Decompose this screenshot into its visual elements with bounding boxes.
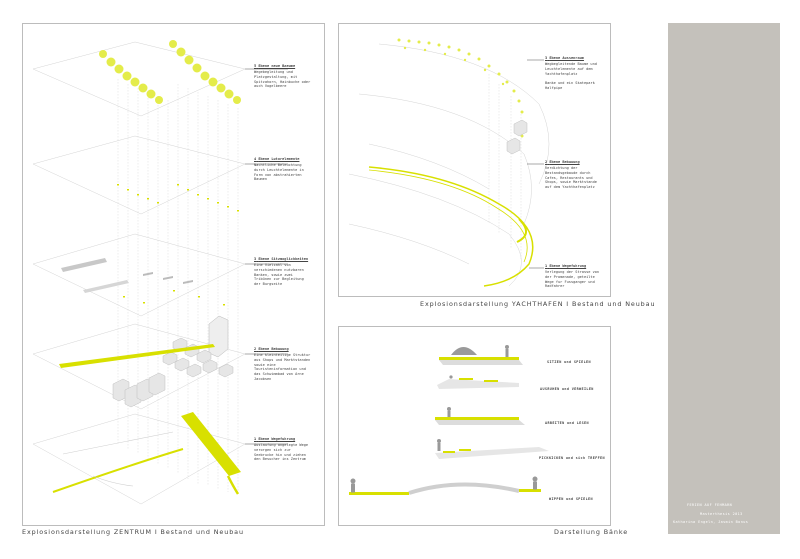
layer-title: 1 Ebene Wegefuhrung [545, 264, 587, 268]
plane-paths [348, 173, 522, 287]
zentrum-caption: Explosionsdarstellung ZENTRUM I Bestand … [22, 528, 244, 536]
yacht-label-1: 1 Ebene Wegefuhrung Verlegung der Strass… [545, 264, 601, 289]
sidebar-line-1: Masterthesis 2013 [700, 512, 743, 516]
layer-body: Verdichtung der Bestandsgebaude durch Ca… [545, 166, 597, 190]
zentrum-panel: 5 Ebene neue Baeume Wegebegleitung und P… [22, 23, 325, 526]
layer-title: 5 Ebene neue Baeume [254, 64, 296, 68]
zentrum-label-3: 3 Ebene Sitzmoglichkeiten Eine Vielzahl … [254, 257, 312, 287]
layer-title: 3 Ebene Aussenraum [545, 56, 584, 60]
layer-body: Wegbegleitende Baume und Leuchtelemente … [545, 62, 597, 90]
layer-body: Eine Vielzahl von verschiedenen nutzbare… [254, 263, 304, 287]
layer-title: 3 Ebene Sitzmoglichkeiten [254, 257, 309, 261]
sidebar-line-2: Katharina Engeln, Jasmin Bonus [673, 520, 749, 524]
zentrum-exploded-diagram [32, 40, 288, 505]
plane-buildings [358, 93, 532, 225]
bench-row-picknicken [435, 439, 549, 459]
bench-row-wippen [349, 476, 541, 495]
bench-row-arbeiten [435, 407, 525, 425]
yachthafen-caption: Explosionsdarstellung YACHTHAFEN I Besta… [420, 300, 656, 308]
layer-body: Nachtliche Beleuchtung durch Leuchteleme… [254, 163, 304, 182]
harbour-buildings [506, 119, 528, 155]
baenke-panel: SITZEN und SPIELEN AUSRUHEN und VERWEILE… [338, 326, 611, 526]
yachthafen-exploded-diagram [348, 38, 550, 287]
layer-body: Auslaufung angelegte Wege verorgen sich … [254, 443, 309, 462]
bench-label-picknicken: PICKNICKEN und sich TREFFEN [539, 456, 605, 460]
layer-title: 1 Ebene Wegefuhrung [254, 437, 296, 441]
plane-lights [32, 135, 246, 215]
tree-canopies [99, 40, 241, 104]
bench-label-ausruhen: AUSRUHEN und VERWEILEN [540, 387, 594, 391]
layer-body: Verlegung der Strasse von der Promenade,… [545, 270, 600, 289]
layer-title: 4 Ebene Lutorelemente [254, 157, 300, 161]
bench-label-arbeiten: ARBEITEN und LESEN [545, 421, 589, 425]
harbour-paths [368, 166, 534, 287]
bench-row-sitzen [439, 345, 523, 365]
layer-title: 2 Ebene Bebauung [545, 160, 580, 164]
bench-label-wippen: WIPPEN und SPIELEN [549, 497, 593, 501]
light-elements [117, 184, 239, 306]
zentrum-label-2: 2 Ebene Bebauung Eine kleinteilige Struk… [254, 347, 312, 381]
yacht-label-2: 2 Ebene Bebauung Verdichtung der Bestand… [545, 160, 601, 190]
zentrum-label-1: 1 Ebene Wegefuhrung Auslaufung angelegte… [254, 437, 312, 462]
plane-outdoor [378, 43, 550, 185]
sidebar-title: FERIEN AUF FEHMARN [687, 503, 733, 507]
layer-body: Eine kleinteilige Struktur aus Shops und… [254, 353, 311, 381]
yachthafen-panel: 3 Ebene Aussenraum Wegbegleitende Baume … [338, 23, 611, 297]
baenke-caption: Darstellung Bänke [554, 528, 629, 536]
bench-row-ausruhen [437, 375, 519, 389]
yacht-label-3: 3 Ebene Aussenraum Wegbegleitende Baume … [545, 56, 601, 90]
title-sidebar [668, 23, 780, 534]
benches-diagram [349, 345, 549, 495]
harbour-trees [397, 38, 525, 138]
plane-paths [32, 413, 246, 505]
layer-body: Wegebegleitung und Platzgestaltung, mit … [254, 70, 311, 89]
bench-label-sitzen: SITZEN und SPIELEN [547, 360, 591, 364]
zentrum-label-5: 5 Ebene neue Baeume Wegebegleitung und P… [254, 64, 312, 89]
buildings [59, 315, 234, 408]
paths [52, 412, 241, 495]
layer-title: 2 Ebene Bebauung [254, 347, 289, 351]
zentrum-label-4: 4 Ebene Lutorelemente Nachtliche Beleuch… [254, 157, 312, 182]
plane-benches [32, 233, 246, 317]
benches [61, 258, 193, 293]
